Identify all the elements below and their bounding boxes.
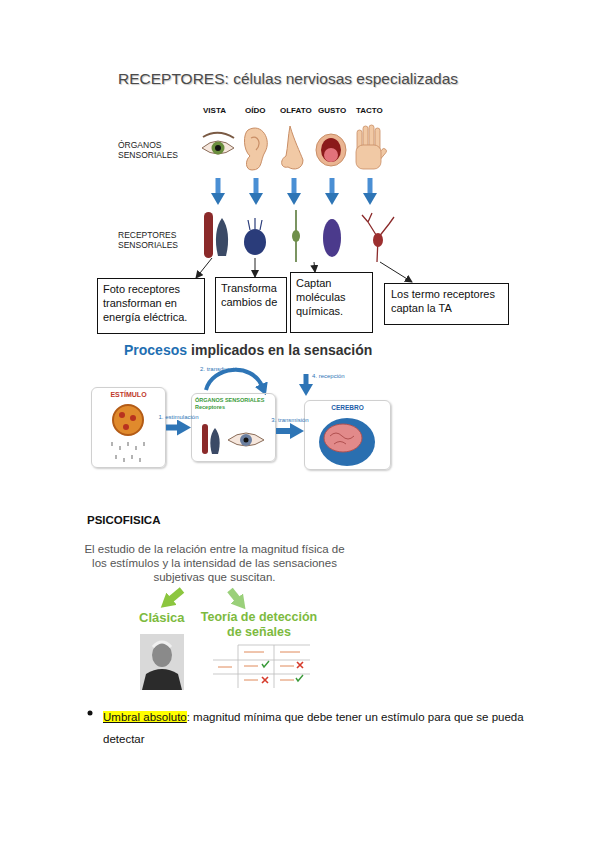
portrait-hair — [153, 642, 171, 647]
pizza-topping — [130, 415, 136, 421]
section-heading: implicados en la sensación — [191, 342, 372, 358]
head-icon — [319, 418, 375, 466]
touch-receptor-body — [373, 233, 383, 247]
row-label: ÓRGANOS SENSORIALES — [118, 140, 190, 160]
text-box: Los termo receptores captan la TA — [384, 283, 509, 325]
portrait-head — [152, 643, 172, 667]
portrait-photo — [140, 634, 184, 690]
node-text: Los termo receptores captan la TA — [391, 288, 502, 316]
process-box: CEREBRO — [304, 400, 391, 470]
node-text: Captan moléculas químicas. — [296, 277, 367, 318]
branch-label: Clásica — [139, 610, 185, 626]
reception-arrow — [304, 374, 309, 386]
sense-heading: OÍDO — [245, 106, 265, 116]
eye-pupil — [244, 438, 249, 443]
down-arrow — [330, 178, 335, 195]
node-text: Foto receptores transforman en energía e… — [103, 283, 199, 324]
brain-folds — [330, 433, 354, 444]
sense-heading: OLFATO — [280, 106, 312, 116]
process-box: ÓRGANOS SENSORIALESReceptores — [191, 393, 276, 462]
mouth-icon — [316, 134, 346, 166]
edge-label: 1. estimulación — [144, 414, 214, 420]
rod-receptor — [204, 212, 213, 258]
leader-arrow — [314, 262, 315, 272]
eye-iris — [212, 142, 225, 155]
tongue — [324, 148, 338, 162]
hand-palm — [356, 145, 381, 169]
text-paragraph: Procesosimplicados en la sensación — [124, 339, 444, 361]
pizza-topping — [123, 424, 129, 430]
table-cell-marks — [218, 652, 300, 680]
process-box: ESTÍMULO — [91, 387, 166, 468]
check-mark — [262, 661, 303, 681]
hair-cell-receptor — [244, 229, 266, 255]
pizza-icon — [113, 405, 143, 435]
node-text: ESTÍMULO — [94, 391, 163, 400]
down-arrow — [368, 178, 373, 195]
branch-arrow — [170, 590, 182, 600]
eye-icon — [228, 433, 264, 446]
node-text: Transforma cambios de — [221, 282, 281, 310]
eye-pupil — [215, 145, 221, 151]
taste-receptor — [323, 219, 341, 257]
ear-detail — [251, 137, 259, 150]
node-text: ÓRGANOS SENSORIALES — [195, 397, 272, 404]
row-label: RECEPTORES SENSORIALES — [118, 230, 196, 250]
process-arrow — [166, 425, 180, 431]
pizza-topping — [119, 412, 125, 418]
cone-receptor — [216, 218, 228, 256]
stimulus-particles — [112, 442, 144, 462]
down-arrow — [254, 178, 259, 195]
process-step-label: 2. transducción — [200, 366, 270, 373]
bullet-dot — [88, 711, 93, 716]
section-heading: PSICOFISICA — [87, 514, 160, 528]
mouth-inside — [321, 138, 341, 162]
sense-heading: GUSTO — [318, 106, 346, 116]
leader-arrow — [196, 258, 212, 278]
sense-heading: VISTA — [203, 106, 226, 116]
leader-arrow — [380, 262, 412, 282]
touch-receptor — [362, 213, 394, 262]
cone-receptor — [210, 428, 219, 454]
rod-receptor — [202, 424, 208, 454]
down-arrow — [216, 178, 221, 195]
text-box: Transforma cambios de — [215, 277, 287, 333]
page-title: RECEPTORES: células nerviosas especializ… — [118, 70, 458, 89]
portrait-body — [142, 669, 182, 690]
node-text: CEREBRO — [307, 404, 388, 412]
eye-icon — [202, 141, 234, 154]
transduction-arrow — [206, 370, 262, 390]
section-heading: Procesos — [124, 342, 187, 358]
highlighted-term: Umbral absoluto — [103, 711, 187, 723]
process-arrow — [276, 428, 293, 434]
node-text: Receptores — [195, 404, 272, 411]
text-box: Foto receptores transforman en energía e… — [97, 278, 205, 334]
ear-icon — [244, 128, 267, 170]
sense-heading: TACTO — [356, 106, 383, 116]
process-step-label: 4. recepción — [312, 373, 372, 380]
text-paragraph: Umbral absoluto: magnitud mínima que deb… — [103, 705, 543, 748]
nose-icon — [282, 126, 303, 169]
brain-icon — [324, 424, 362, 452]
branch-arrow — [230, 590, 238, 600]
eyebrow — [203, 133, 234, 138]
down-arrow — [292, 178, 297, 195]
eye-iris — [240, 434, 252, 446]
hair-cell-cilia — [248, 218, 262, 230]
definition-text: El estudio de la relación entre la magni… — [82, 543, 347, 584]
branch-label: Teoría de detección de señales — [200, 610, 318, 640]
leader-arrow — [255, 258, 256, 277]
olfactory-body — [292, 230, 300, 242]
edge-label: 3. transmisión — [255, 417, 325, 423]
signal-table-grid — [213, 645, 310, 688]
text-box: Captan moléculas químicas. — [290, 272, 373, 333]
